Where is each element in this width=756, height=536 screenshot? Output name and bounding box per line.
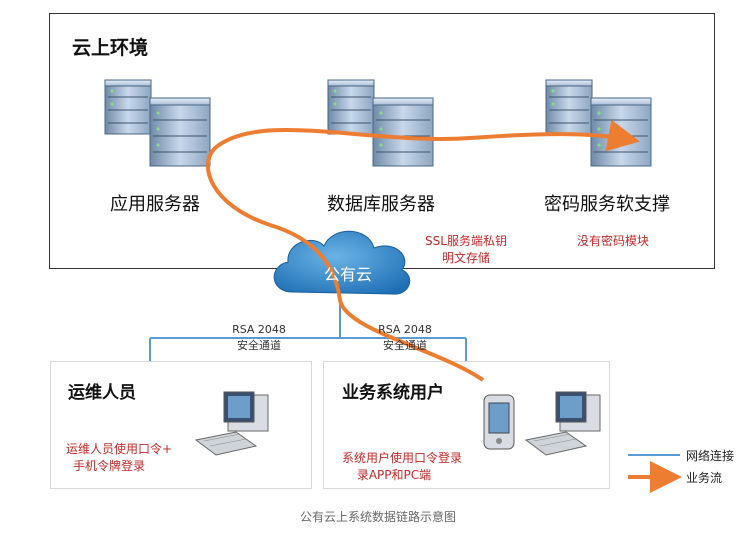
user-panel-title: 业务系统用户 xyxy=(342,383,444,403)
channel-left-line2: 安全通道 xyxy=(237,339,281,352)
user-login-note-line1: 系统用户使用口令登录 xyxy=(341,451,462,465)
mobile-phone-icon xyxy=(483,394,515,450)
network-lines xyxy=(149,300,467,361)
user-desktop-computer-icon xyxy=(524,391,601,456)
ops-login-note-line1: 运维人员使用口令+ xyxy=(65,442,173,456)
database-server-rack-icon xyxy=(327,79,434,167)
ops-desktop-computer-icon xyxy=(194,391,269,456)
figure-caption: 公有云上系统数据链路示意图 xyxy=(299,510,456,524)
app-server-label: 应用服务器 xyxy=(110,194,200,215)
ssl-key-note-line1: SSL服务端私钥 xyxy=(425,234,507,248)
crypto-support-label: 密码服务软支撑 xyxy=(544,194,670,215)
cloud-environment-title: 云上环境 xyxy=(72,37,149,59)
business-flow-path xyxy=(205,119,640,382)
ssl-key-note-line2: 明文存储 xyxy=(441,251,490,265)
database-server-label: 数据库服务器 xyxy=(327,194,435,215)
legend-flow-label: 业务流 xyxy=(686,471,723,485)
channel-right-line2: 安全通道 xyxy=(383,339,427,352)
no-crypto-module-note: 没有密码模块 xyxy=(576,234,649,248)
ops-login-note-line2: 手机令牌登录 xyxy=(72,459,145,473)
user-login-note-line2: 录APP和PC端 xyxy=(356,468,432,482)
app-server-rack-icon xyxy=(104,79,211,167)
channel-right-line1: RSA 2048 xyxy=(378,323,432,336)
channel-left-line1: RSA 2048 xyxy=(232,323,286,336)
public-cloud-icon xyxy=(273,230,411,295)
legend-network-label: 网络连接 xyxy=(686,449,735,463)
crypto-server-rack-icon xyxy=(545,79,652,167)
ops-panel-title: 运维人员 xyxy=(68,383,136,403)
public-cloud-label: 公有云 xyxy=(323,265,372,284)
